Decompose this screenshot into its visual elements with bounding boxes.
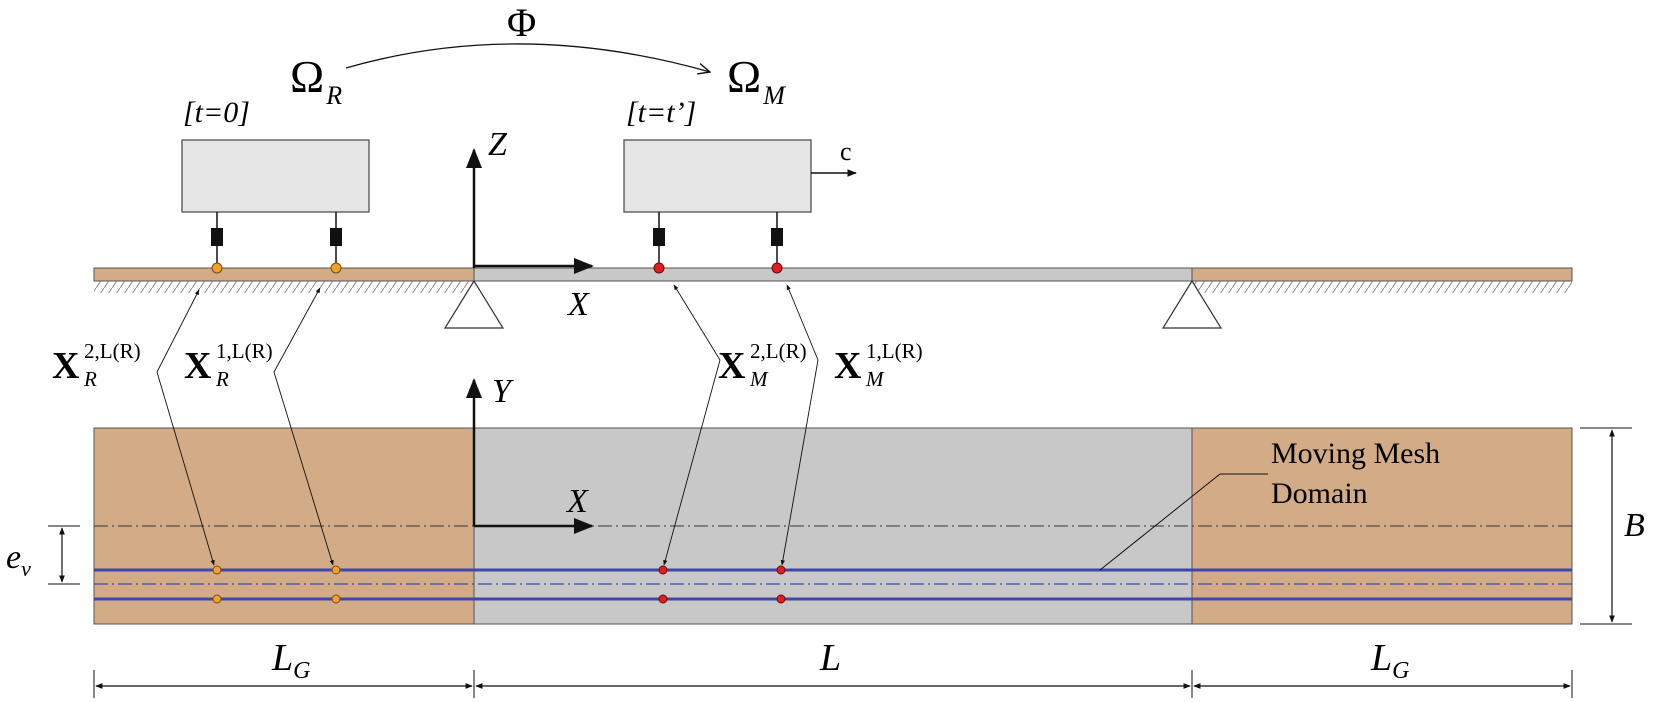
- leader-arrow: [786, 284, 819, 361]
- contact-point-labels: X 2,L(R) R X 1,L(R) R X 2,L(R) M X 1,L(R…: [52, 284, 923, 566]
- spring-damper-icon: [330, 228, 342, 246]
- contact-point-icon: [331, 565, 341, 575]
- axis-x-label-elevation: X: [566, 286, 590, 323]
- leader-arrow: [273, 287, 321, 373]
- leader-arrow: [273, 371, 334, 566]
- triangle-support-icon: [443, 279, 505, 329]
- leader-arrow: [156, 371, 215, 566]
- contact-point-icon: [211, 262, 223, 274]
- contact-point-icon: [330, 262, 342, 274]
- label-x-r-1: X 1,L(R) R: [184, 339, 273, 391]
- domain-reference-label: ΩR: [290, 51, 342, 110]
- ground-hatch-left: [94, 281, 474, 293]
- dimension-lg-right-label: LG: [1370, 637, 1409, 684]
- svg-text:R: R: [83, 367, 97, 391]
- svg-text:X: X: [834, 345, 861, 387]
- eccentricity-label: ev: [6, 539, 31, 581]
- label-x-m-1: X 1,L(R) M: [834, 339, 923, 391]
- axis-z-label: Z: [488, 126, 508, 163]
- dimension-lg-left-label: LG: [271, 637, 310, 684]
- leader-arrow: [780, 359, 819, 566]
- speed-label: c: [840, 137, 852, 166]
- vehicle-moving: c: [623, 137, 857, 274]
- label-x-m-2: X 2,L(R) M: [718, 339, 807, 391]
- contact-point-icon: [658, 565, 668, 575]
- svg-text:1,L(R): 1,L(R): [216, 339, 273, 363]
- ground-strip-left: [93, 267, 475, 282]
- svg-text:X: X: [718, 345, 745, 387]
- dimension-l-label: L: [819, 637, 841, 679]
- triangle-support-icon: [1161, 279, 1223, 329]
- plan-view: Y X ev B Moving Mesh Domain: [6, 373, 1645, 625]
- spring-damper-icon: [653, 228, 665, 246]
- axis-x-label-plan: X: [565, 483, 589, 520]
- contact-point-icon: [212, 594, 222, 604]
- contact-point-icon: [331, 594, 341, 604]
- svg-text:R: R: [215, 367, 229, 391]
- width-label: B: [1624, 507, 1645, 544]
- contact-point-icon: [776, 594, 786, 604]
- contact-point-icon: [212, 565, 222, 575]
- leader-arrow: [673, 284, 721, 361]
- svg-text:X: X: [184, 345, 211, 387]
- domain-moving-label: ΩM: [727, 51, 786, 110]
- elevation-view: c Z X Φ ΩR ΩM [t=0] [t=t’]: [93, 0, 1573, 329]
- contact-point-icon: [658, 594, 668, 604]
- time-reference-label: [t=0]: [183, 96, 250, 129]
- contact-point-icon: [776, 565, 786, 575]
- label-x-r-2: X 2,L(R) R: [52, 339, 141, 391]
- vehicle-body-moving: [623, 139, 812, 213]
- ground-hatch-right: [1192, 281, 1572, 293]
- vehicle-reference: [181, 139, 370, 274]
- beam-elevation: [473, 267, 1193, 282]
- vehicle-body-reference: [181, 139, 370, 213]
- ground-strip-right: [1191, 267, 1573, 282]
- svg-text:M: M: [865, 367, 885, 391]
- svg-text:1,L(R): 1,L(R): [866, 339, 923, 363]
- leader-arrow: [156, 289, 200, 373]
- moving-mesh-label: Moving Mesh Domain: [1271, 437, 1448, 510]
- svg-text:M: M: [749, 367, 769, 391]
- time-moving-label: [t=t’]: [626, 96, 696, 129]
- spring-damper-icon: [211, 228, 223, 246]
- contact-point-icon: [771, 262, 783, 274]
- spring-damper-icon: [771, 228, 783, 246]
- axis-y-label: Y: [492, 373, 514, 410]
- svg-text:2,L(R): 2,L(R): [84, 339, 141, 363]
- leader-arrow: [663, 359, 721, 566]
- mapping-arrow: [345, 43, 710, 72]
- mapping-label: Φ: [507, 0, 536, 45]
- svg-text:2,L(R): 2,L(R): [750, 339, 807, 363]
- contact-point-icon: [653, 262, 665, 274]
- svg-text:X: X: [52, 345, 79, 387]
- moving-mesh-leader: [1099, 473, 1221, 571]
- length-dimensions: LG L LG: [93, 637, 1573, 698]
